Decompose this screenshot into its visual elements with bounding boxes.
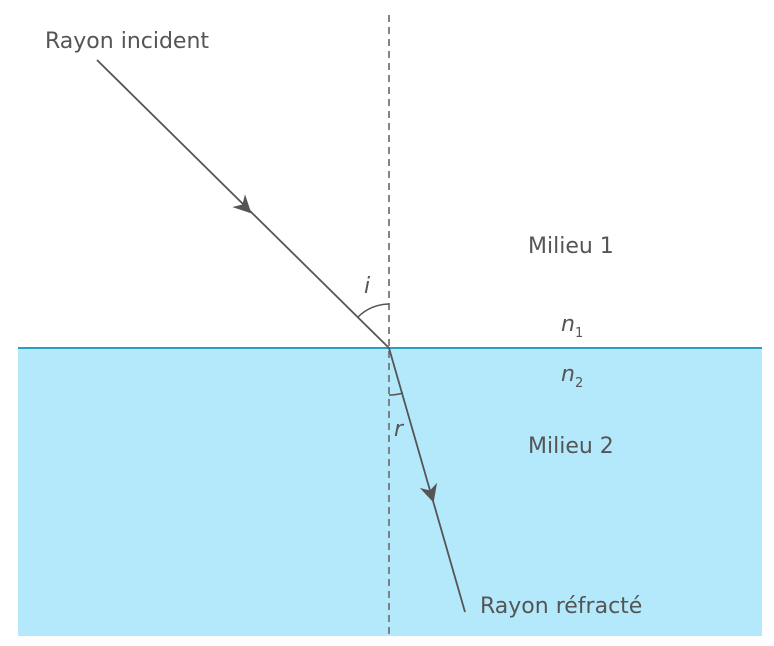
refracted-ray-label: Rayon réfracté (480, 594, 642, 619)
angle-i-arc (357, 303, 390, 318)
index-2-label: n 2 (561, 362, 583, 391)
incident-ray (96, 59, 390, 349)
incident-ray-label: Rayon incident (45, 29, 209, 54)
medium-2-label: Milieu 2 (528, 434, 614, 459)
svg-text:2: 2 (575, 376, 583, 391)
svg-text:n: n (561, 312, 575, 337)
angle-i-label: i (364, 274, 370, 299)
svg-text:1: 1 (575, 326, 583, 341)
refracted-ray (388, 347, 466, 613)
angle-r-label: r (394, 417, 405, 442)
svg-text:n: n (561, 362, 575, 387)
medium-1-label: Milieu 1 (528, 234, 614, 259)
angle-r-arc (388, 392, 404, 396)
index-1-label: n 1 (561, 312, 583, 341)
medium-2-region (18, 348, 762, 636)
